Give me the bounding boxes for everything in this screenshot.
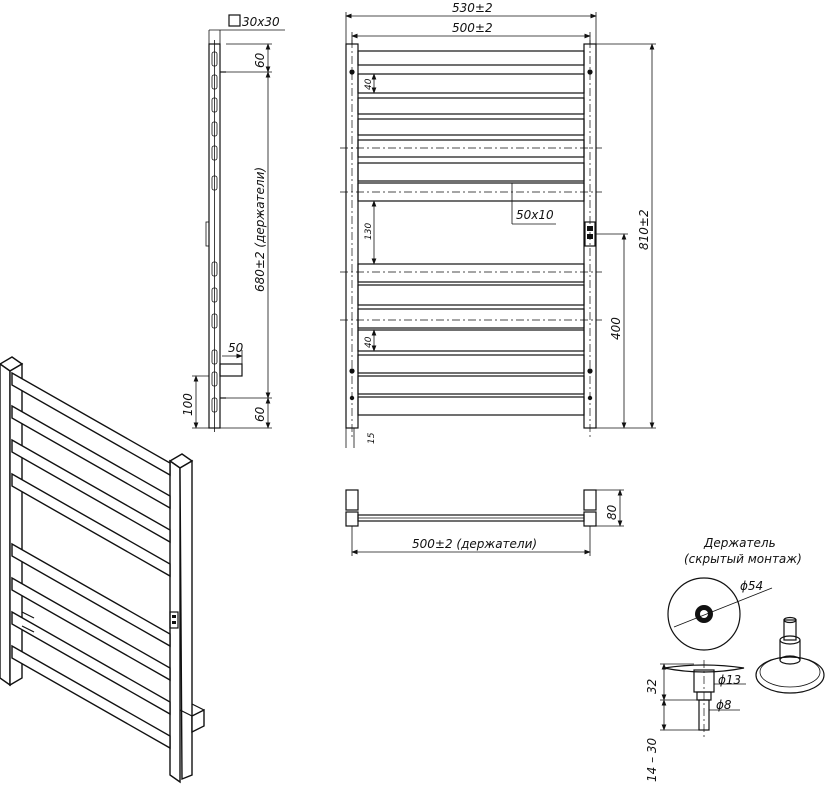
front-bars (357, 50, 585, 416)
profile-label: 30x30 (242, 15, 280, 29)
front-view: 530±2 500±2 (340, 1, 656, 448)
holder-height-label: 32 (645, 679, 659, 694)
dim-connection-label: 400 (609, 317, 623, 340)
holder-stem-label: ϕ13 (718, 673, 741, 687)
dim-depth-label: 80 (605, 504, 619, 520)
iso-control-block (169, 611, 179, 629)
holder-flange-label: ϕ54 (740, 579, 763, 593)
dim-top-label: 60 (253, 52, 267, 68)
holder-title: Держатель (703, 536, 776, 550)
dim-bottom-left-label: 100 (181, 393, 195, 416)
side-connector (205, 221, 210, 247)
dim-bar-label: 50x10 (516, 208, 554, 222)
front-control-block (584, 221, 596, 247)
dim-overall-width-label: 530±2 (452, 1, 493, 15)
dim-gap-low-label: 40 (364, 336, 374, 348)
holder-detail: Держатель (скрытый монтаж) ϕ54 ϕ13 ϕ8 32… (645, 536, 825, 782)
dim-bottom-label: 60 (253, 406, 267, 422)
square-profile-icon (228, 14, 241, 27)
top-view: 80 500±2 (держатели) (345, 489, 624, 556)
holder-wall-label: 14 – 30 (645, 737, 659, 782)
iso-bars (11, 371, 171, 750)
front-holder-dots (349, 69, 593, 401)
dim-holders-width-label: 500±2 (держатели) (412, 537, 537, 551)
holder-pin-label: ϕ8 (716, 698, 732, 712)
dim-inner-width-label: 500±2 (452, 21, 493, 35)
isometric-view (0, 356, 205, 784)
side-view: 30x30 50 (181, 14, 285, 432)
side-connection-pipe (219, 363, 243, 377)
dim-overall-height-label: 810±2 (637, 209, 651, 250)
holder-flange-circle (667, 577, 741, 651)
dim-gap-mid-label: 130 (364, 223, 374, 240)
dim-gap-top-label: 40 (364, 78, 374, 90)
side-bar-ends (211, 51, 218, 413)
dim-front-bottom-label: 15 (367, 432, 377, 444)
dim-offset-label: 50 (228, 341, 244, 355)
dim-holders-label: 680±2 (держатели) (253, 167, 267, 292)
holder-subtitle: (скрытый монтаж) (684, 552, 802, 566)
